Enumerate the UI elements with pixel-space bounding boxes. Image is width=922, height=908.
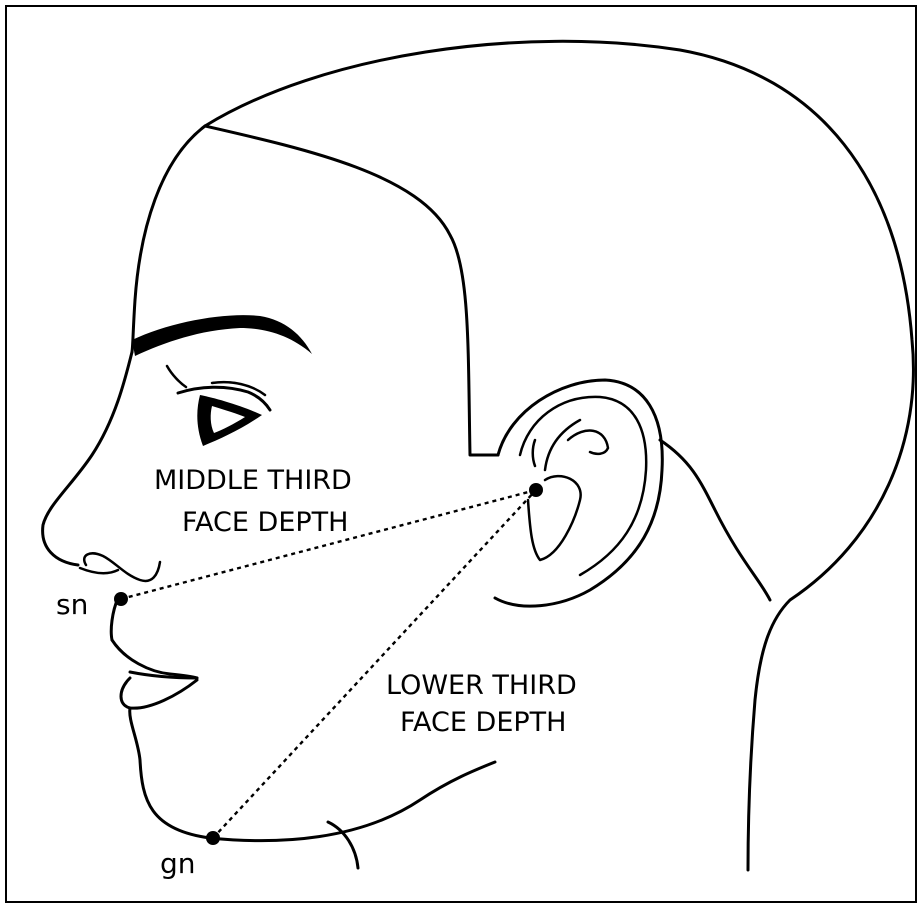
ear bbox=[495, 380, 662, 606]
tragion-point bbox=[529, 483, 543, 497]
subnasale-label: sn bbox=[56, 588, 88, 621]
subnasale-point bbox=[114, 592, 128, 606]
middle-third-label-line2: FACE DEPTH bbox=[182, 507, 348, 538]
eye bbox=[167, 366, 270, 446]
upper-lip bbox=[112, 640, 197, 678]
hairline bbox=[132, 126, 205, 352]
sideburn-outline bbox=[205, 126, 498, 455]
middle-third-label-line1: MIDDLE THIRD bbox=[154, 465, 352, 496]
jaw-line-back bbox=[660, 440, 770, 600]
head-profile bbox=[43, 41, 914, 870]
nostril bbox=[84, 553, 160, 581]
gnathion-point bbox=[206, 831, 220, 845]
ear-outer bbox=[495, 380, 662, 606]
ear-antihelix bbox=[545, 420, 608, 470]
ear-tragus bbox=[533, 440, 535, 466]
eyelid-crease bbox=[167, 366, 186, 387]
lower-third-label-line1: LOWER THIRD bbox=[386, 670, 577, 701]
lower-third-label-line2: FACE DEPTH bbox=[400, 707, 566, 738]
skull-outline bbox=[205, 41, 913, 870]
face-profile-upper bbox=[43, 352, 132, 565]
gnathion-label: gn bbox=[160, 847, 196, 880]
nostril-wing bbox=[80, 568, 118, 573]
figure-border bbox=[6, 6, 916, 902]
lower-third-depth-line bbox=[213, 490, 536, 838]
eyebrow bbox=[132, 315, 312, 356]
lower-lip bbox=[121, 678, 197, 708]
